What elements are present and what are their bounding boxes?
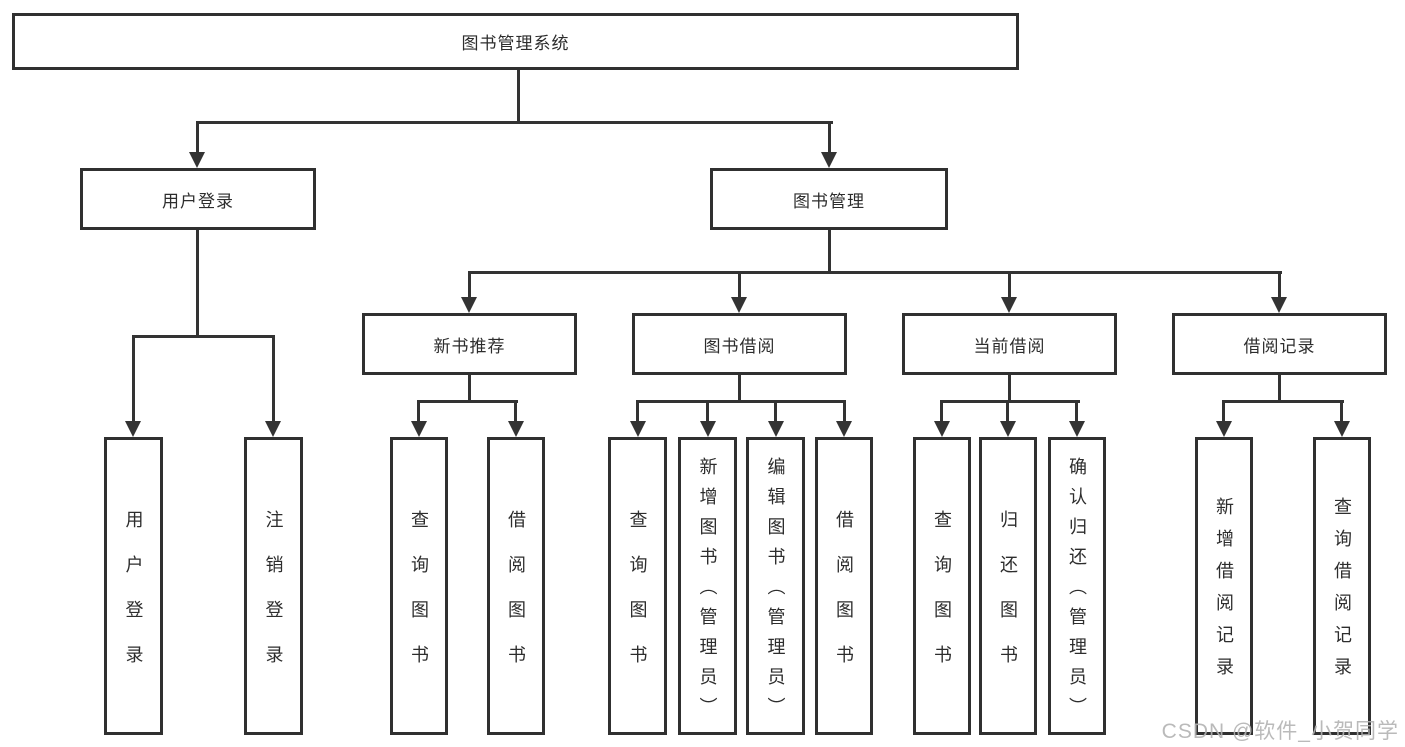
arrow-down-icon xyxy=(934,421,950,437)
leaf-borrow-books-recommend: 借阅图书 xyxy=(487,437,545,735)
leaf-borrow-books: 借阅图书 xyxy=(815,437,873,735)
connector-vline xyxy=(1008,375,1011,403)
connector-hline xyxy=(1222,400,1344,403)
node-label: 归还图书 xyxy=(998,509,1018,690)
node-label: 用户登录 xyxy=(162,191,234,211)
arrow-down-icon xyxy=(731,297,747,313)
connector-hline xyxy=(468,271,1282,274)
node-book-borrow: 图书借阅 xyxy=(632,313,847,375)
arrow-down-icon xyxy=(1271,297,1287,313)
leaf-query-books-current: 查询图书 xyxy=(913,437,971,735)
node-label: 查询图书 xyxy=(627,509,648,690)
node-label: 新增借阅记录 xyxy=(1214,497,1234,689)
connector-vline xyxy=(843,400,846,423)
leaf-query-books-recommend: 查询图书 xyxy=(390,437,448,735)
arrow-down-icon xyxy=(821,152,837,168)
connector-vline xyxy=(417,400,420,423)
arrow-down-icon xyxy=(768,421,784,437)
connector-vline xyxy=(738,375,741,403)
connector-vline xyxy=(828,230,831,273)
arrow-down-icon xyxy=(508,421,524,437)
leaf-add-borrow-record: 新增借阅记录 xyxy=(1195,437,1253,735)
leaf-query-borrow-record: 查询借阅记录 xyxy=(1313,437,1371,735)
node-label: 编辑图书（管理员） xyxy=(765,457,786,727)
connector-hline xyxy=(636,400,846,403)
connector-vline xyxy=(706,400,709,423)
arrow-down-icon xyxy=(1334,421,1350,437)
connector-hline xyxy=(196,121,833,124)
node-label: 借阅记录 xyxy=(1243,336,1316,356)
connector-vline xyxy=(940,400,943,423)
connector-vline xyxy=(196,230,199,337)
node-label: 新增图书（管理员） xyxy=(697,457,718,727)
node-label: 图书管理 xyxy=(793,191,865,211)
connector-vline xyxy=(468,375,471,403)
arrow-down-icon xyxy=(1000,421,1016,437)
leaf-user-login: 用户登录 xyxy=(104,437,163,735)
leaf-confirm-return-admin: 确认归还（管理员） xyxy=(1048,437,1106,735)
connector-vline xyxy=(1006,400,1009,423)
node-label: 查询图书 xyxy=(932,509,952,690)
connector-hline xyxy=(132,335,275,338)
connector-vline xyxy=(1278,375,1281,403)
connector-vline xyxy=(517,70,520,123)
connector-vline xyxy=(774,400,777,423)
arrow-down-icon xyxy=(411,421,427,437)
connector-vline xyxy=(636,400,639,423)
node-label: 图书借阅 xyxy=(703,336,776,356)
connector-vline xyxy=(132,335,135,423)
connector-vline xyxy=(468,271,471,300)
leaf-query-books-borrow: 查询图书 xyxy=(608,437,667,735)
connector-vline xyxy=(514,400,517,423)
connector-vline xyxy=(196,121,199,155)
node-borrow-records: 借阅记录 xyxy=(1172,313,1387,375)
node-label: 查询图书 xyxy=(409,509,429,690)
connector-vline xyxy=(1222,400,1225,423)
leaf-edit-books-admin: 编辑图书（管理员） xyxy=(746,437,805,735)
node-label: 图书管理系统 xyxy=(461,34,570,53)
node-new-book-recommend: 新书推荐 xyxy=(362,313,577,375)
leaf-return-books: 归还图书 xyxy=(979,437,1037,735)
node-label: 借阅图书 xyxy=(506,509,526,690)
arrow-down-icon xyxy=(836,421,852,437)
connector-vline xyxy=(1008,271,1011,300)
leaf-add-books-admin: 新增图书（管理员） xyxy=(678,437,737,735)
arrow-down-icon xyxy=(189,152,205,168)
node-label: 当前借阅 xyxy=(973,336,1046,356)
node-book-management-branch: 图书管理 xyxy=(710,168,948,230)
arrow-down-icon xyxy=(1001,297,1017,313)
node-current-borrow: 当前借阅 xyxy=(902,313,1117,375)
arrow-down-icon xyxy=(630,421,646,437)
connector-vline xyxy=(1075,400,1078,423)
node-user-login-branch: 用户登录 xyxy=(80,168,316,230)
connector-vline xyxy=(828,121,831,155)
connector-vline xyxy=(1340,400,1343,423)
arrow-down-icon xyxy=(125,421,141,437)
arrow-down-icon xyxy=(700,421,716,437)
node-label: 查询借阅记录 xyxy=(1332,497,1352,689)
arrow-down-icon xyxy=(461,297,477,313)
connector-vline xyxy=(272,335,275,423)
connector-hline xyxy=(940,400,1080,403)
csdn-watermark: CSDN @软件_小贺同学 xyxy=(1161,720,1399,743)
connector-hline xyxy=(417,400,518,403)
node-label: 注销登录 xyxy=(263,509,284,690)
node-label: 确认归还（管理员） xyxy=(1067,457,1087,727)
node-root-system: 图书管理系统 xyxy=(12,13,1019,70)
node-label: 新书推荐 xyxy=(433,336,506,356)
arrow-down-icon xyxy=(265,421,281,437)
connector-vline xyxy=(738,271,741,300)
leaf-logout: 注销登录 xyxy=(244,437,303,735)
connector-vline xyxy=(1278,271,1281,300)
arrow-down-icon xyxy=(1216,421,1232,437)
node-label: 借阅图书 xyxy=(834,509,854,690)
arrow-down-icon xyxy=(1069,421,1085,437)
node-label: 用户登录 xyxy=(123,509,144,690)
